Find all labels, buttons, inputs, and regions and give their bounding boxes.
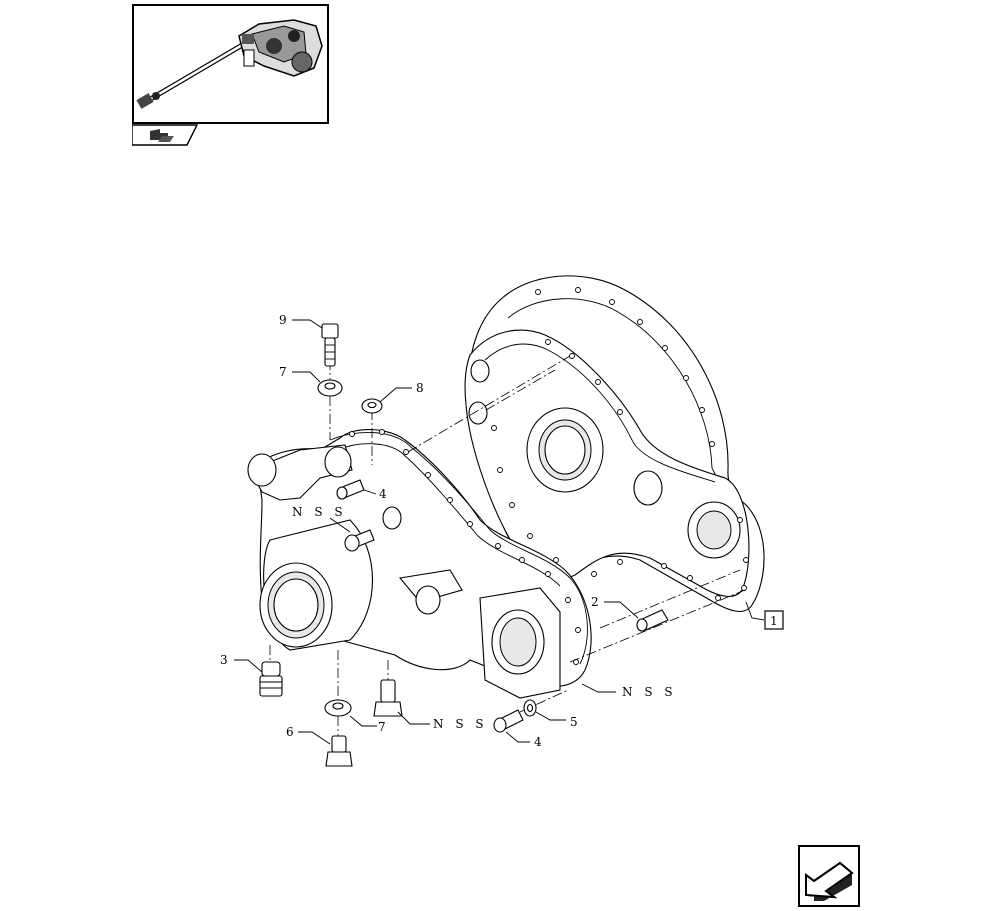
part-5-washer: [523, 699, 537, 717]
part-3-plug: [259, 661, 283, 697]
book-tab[interactable]: [131, 124, 199, 146]
part-8-washer: [361, 398, 383, 414]
nss-plug: [373, 679, 403, 717]
leader-lines: [234, 319, 765, 745]
assembly-lines: [269, 342, 746, 738]
callout-nss-bottom: N S S: [433, 717, 488, 731]
callout-4-lower: 4: [534, 735, 542, 749]
callout-7-top: 7: [279, 365, 287, 379]
callout-4-upper: 4: [379, 487, 387, 501]
part-9-fitting: [321, 323, 339, 367]
callout-9: 9: [279, 313, 287, 327]
nss-screw: [344, 529, 375, 552]
cover-plate: [464, 275, 765, 612]
part-7-washer-top: [317, 379, 343, 397]
callout-1-box: [764, 610, 784, 630]
assembly-thumbnail-icon: [136, 19, 323, 109]
part-2-dowel: [636, 609, 669, 632]
part-6-drain-plug: [325, 735, 353, 767]
callout-8: 8: [416, 381, 424, 395]
callout-nss-right: N S S: [622, 685, 677, 699]
book-arrow-icon: [131, 124, 199, 146]
part-7-washer-bottom: [324, 699, 352, 717]
assembly-thumbnail: [132, 4, 329, 124]
part-4-screw-lower: [493, 709, 524, 733]
callout-nss-upper: N S S: [292, 505, 347, 519]
previous-page-button[interactable]: [798, 845, 860, 907]
callout-3: 3: [220, 653, 228, 667]
callout-1: 1: [770, 614, 778, 628]
callout-5: 5: [570, 715, 578, 729]
callout-6: 6: [286, 725, 294, 739]
callout-7-bottom: 7: [378, 720, 386, 734]
callout-2: 2: [591, 595, 599, 609]
previous-page-arrow-icon: [805, 861, 854, 901]
